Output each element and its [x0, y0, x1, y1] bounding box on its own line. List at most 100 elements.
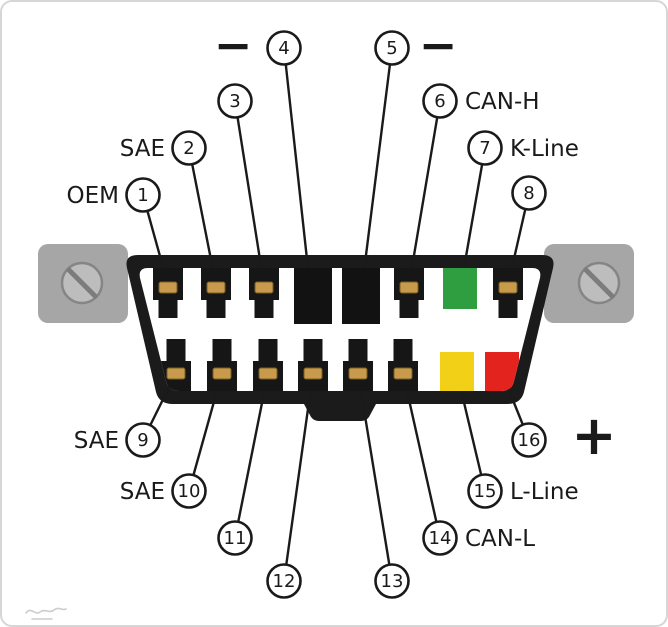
- callout-pin9-number: 9: [137, 430, 148, 451]
- callout-pin6-number: 6: [434, 91, 445, 112]
- callout-pin5: 5: [374, 30, 410, 66]
- pin-9-stem: [166, 339, 186, 363]
- pin-12-stem: [303, 339, 323, 363]
- callout-pin3: 3: [217, 83, 253, 119]
- function-labels: OEM SAE − − CAN-H K-Line SAE SAE CAN-L L…: [67, 18, 617, 552]
- callout-pin5-circle: [374, 30, 410, 66]
- pin14-function-label: CAN-L: [465, 526, 535, 552]
- pin15-function-label: L-Line: [510, 479, 579, 505]
- callout-pin6: 6: [422, 83, 458, 119]
- callout-pin11-number: 11: [224, 528, 247, 549]
- callout-pin3-circle: [217, 83, 253, 119]
- pin-7-kline-block: [443, 268, 477, 309]
- callout-pin10-number: 10: [178, 481, 201, 502]
- pin-1: [153, 268, 183, 318]
- callout-pin14-number: 14: [429, 528, 452, 549]
- pin-9: [161, 339, 191, 391]
- pin-14: [388, 339, 418, 391]
- callout-pin4-circle: [266, 30, 302, 66]
- leader-line-pin5: [360, 46, 394, 289]
- pin-9-contact: [166, 367, 186, 380]
- callouts: 1 2 3 4 5 6 7 8: [125, 30, 547, 599]
- leader-line-pin4: [282, 46, 312, 289]
- pin-10-contact: [212, 367, 232, 380]
- pin-10: [207, 339, 237, 391]
- leader-line-pin6: [407, 99, 442, 287]
- callout-pin13-circle: [374, 563, 410, 599]
- left-screw-slot-icon: [66, 267, 98, 299]
- leader-line-pin10: [187, 371, 224, 493]
- pin4-minus-icon: −: [214, 18, 253, 72]
- callout-pin13: 13: [374, 563, 410, 599]
- pin-1-contact: [158, 281, 178, 294]
- callout-pin5-number: 5: [386, 38, 397, 59]
- leader-line-pin13: [356, 371, 394, 583]
- pin-3-stem: [254, 298, 274, 318]
- callout-pin8: 8: [511, 175, 547, 211]
- left-mounting-ear: [38, 244, 128, 323]
- callout-pin10: 10: [171, 473, 207, 509]
- pin-8: [493, 268, 523, 318]
- leader-line-pin15: [455, 371, 487, 493]
- pin-10-stem: [212, 339, 232, 363]
- callout-pin8-number: 8: [523, 183, 534, 204]
- callout-pin4-number: 4: [278, 38, 289, 59]
- pin1-function-label: OEM: [67, 183, 119, 209]
- pin16-plus-icon: +: [571, 404, 616, 467]
- callout-pin14-circle: [422, 520, 458, 556]
- right-screw-slot-icon: [583, 267, 615, 299]
- callout-pin9-circle: [125, 422, 161, 458]
- leader-line-pin7: [459, 146, 487, 287]
- pin9-function-label: SAE: [74, 428, 119, 454]
- callout-pin12: 12: [266, 563, 302, 599]
- pin2-function-label: SAE: [120, 136, 165, 162]
- corner-scribble: [25, 607, 67, 620]
- pin-11-stem: [258, 339, 278, 363]
- callout-pin2-number: 2: [183, 138, 194, 159]
- callout-pin7: 7: [467, 130, 503, 166]
- callout-pin4: 4: [266, 30, 302, 66]
- callout-pin1: 1: [125, 177, 161, 213]
- callout-pin11-circle: [217, 520, 253, 556]
- callout-pin16: 16: [511, 422, 547, 458]
- right-mounting-ear: [544, 244, 634, 323]
- pin6-function-label: CAN-H: [465, 89, 540, 115]
- callout-pin3-number: 3: [229, 91, 240, 112]
- pin-11: [253, 339, 283, 391]
- callout-pin1-circle: [125, 177, 161, 213]
- callout-pin10-circle: [171, 473, 207, 509]
- pin-13-stem: [348, 339, 368, 363]
- callout-pin8-circle: [511, 175, 547, 211]
- pin7-function-label: K-Line: [510, 136, 579, 162]
- pin-13-contact: [348, 367, 368, 380]
- callout-pin16-circle: [511, 422, 547, 458]
- pin-2: [201, 268, 231, 318]
- pin-3: [249, 268, 279, 318]
- pin-14-contact: [393, 367, 413, 380]
- leader-line-pin11: [233, 371, 270, 540]
- pin-6-stem: [399, 298, 419, 318]
- pin-12-contact: [303, 367, 323, 380]
- callout-pin12-circle: [266, 563, 302, 599]
- leader-line-pin2: [187, 146, 218, 287]
- callout-pin15-circle: [467, 473, 503, 509]
- callout-pin7-number: 7: [479, 138, 490, 159]
- pin-1-stem: [158, 298, 178, 318]
- pin10-function-label: SAE: [120, 479, 165, 505]
- leader-line-pin12: [282, 371, 315, 583]
- callout-pin13-number: 13: [381, 571, 404, 592]
- pin-2-stem: [206, 298, 226, 318]
- callout-pin15-number: 15: [474, 481, 497, 502]
- pin5-minus-icon: −: [419, 18, 458, 72]
- callout-pin6-circle: [422, 83, 458, 119]
- pin-8-contact: [498, 281, 518, 294]
- pin-6: [394, 268, 424, 318]
- callout-pin7-circle: [467, 130, 503, 166]
- callout-pin14: 14: [422, 520, 458, 556]
- leader-line-pin3: [233, 99, 266, 287]
- callout-pin12-number: 12: [273, 571, 296, 592]
- callout-pin1-number: 1: [137, 185, 148, 206]
- pin-13: [343, 339, 373, 391]
- pin-5-ground-block: [342, 268, 380, 324]
